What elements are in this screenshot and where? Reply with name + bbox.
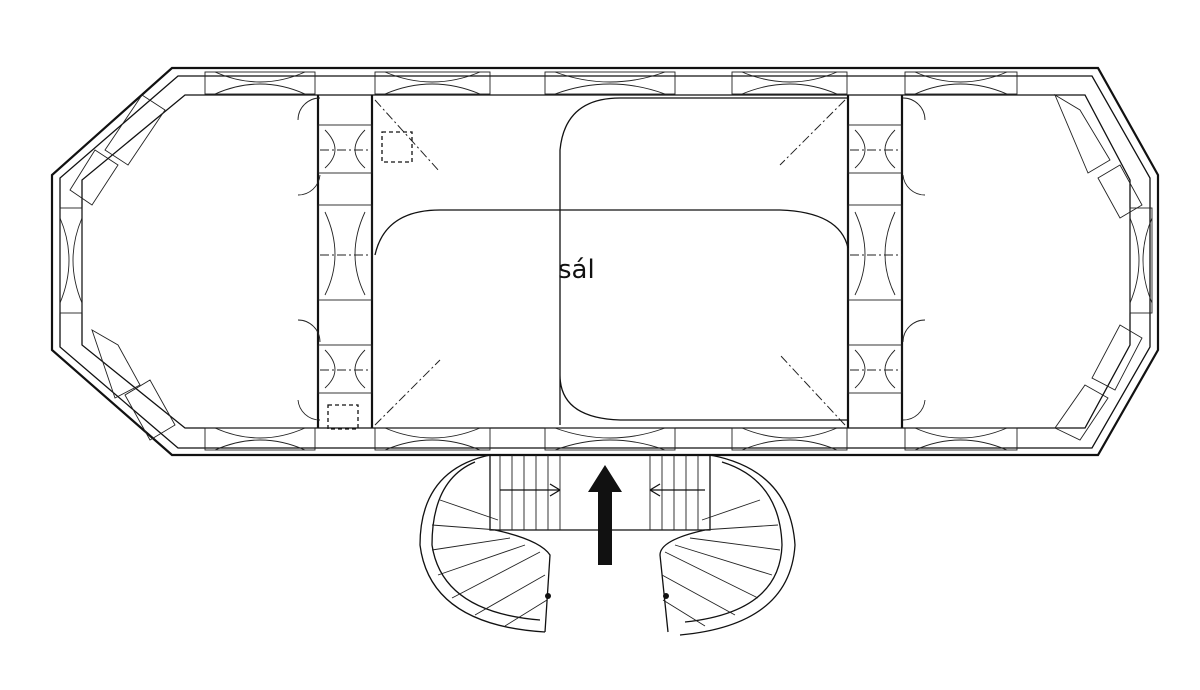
window-bays	[59, 71, 1153, 451]
up-arrow-icon	[588, 465, 622, 565]
entrance-stair	[419, 454, 796, 636]
hall-outline-horizontal	[374, 209, 849, 256]
left-partition	[297, 95, 374, 428]
outer-wall	[50, 66, 1160, 457]
room-label: sál	[558, 255, 595, 285]
column-marker-bottom	[327, 404, 359, 430]
right-partition	[846, 95, 926, 428]
column-marker-top	[381, 131, 413, 163]
axis-lines	[320, 99, 902, 426]
hall-outline-vertical	[559, 97, 848, 425]
